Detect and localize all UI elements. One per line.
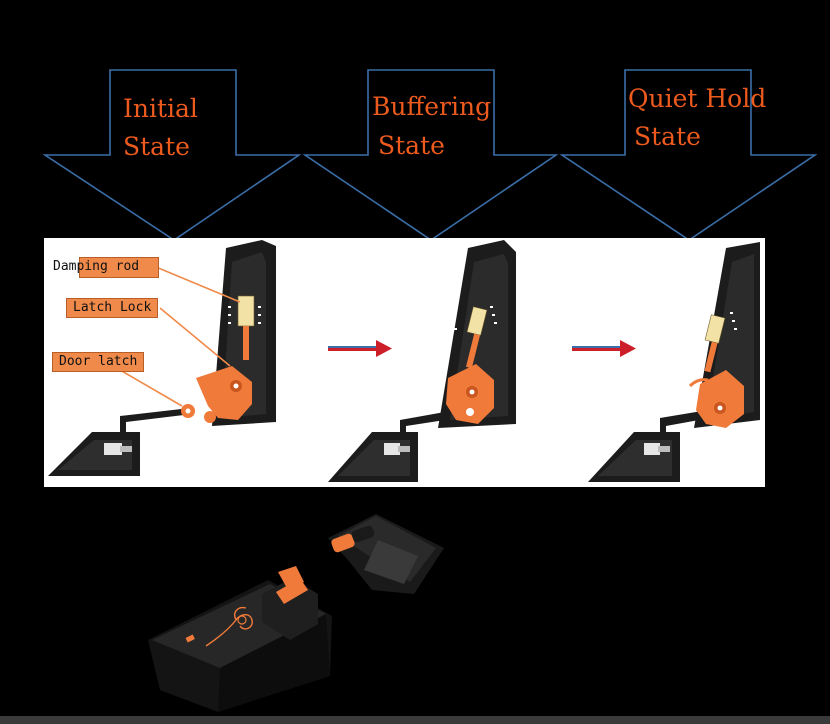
product-render [148, 514, 444, 712]
state-arrow-quiet-hold [559, 69, 818, 241]
bottom-bar [0, 716, 830, 724]
state-arrow-initial [42, 69, 302, 241]
state-label-buffering-line2: State [378, 131, 445, 160]
state-label-initial-line1: Initial [123, 94, 198, 123]
callout-damping-rod-text: Damping rod [53, 259, 140, 274]
callout-latch-lock: Latch Lock [66, 298, 159, 318]
mechanism-quiet-hold [588, 242, 760, 482]
callout-door-latch: Door latch [52, 352, 145, 372]
state-label-buffering-line1: Buffering [372, 92, 492, 121]
damper-body [148, 566, 332, 712]
mechanism-buffering [328, 240, 516, 482]
transition-arrow-1 [328, 340, 392, 357]
state-arrow-buffering [302, 69, 559, 241]
callout-damping-rod-box [79, 257, 159, 278]
state-label-quiet-hold-line2: State [634, 122, 701, 151]
callout-damping-rod: Damping rod [50, 257, 159, 278]
transition-arrow-2 [572, 340, 636, 357]
mechanism-initial [48, 240, 276, 476]
state-label-quiet-hold-line1: Quiet Hold [628, 84, 767, 113]
strike-plate [328, 514, 444, 594]
state-label-initial-line2: State [123, 132, 190, 161]
